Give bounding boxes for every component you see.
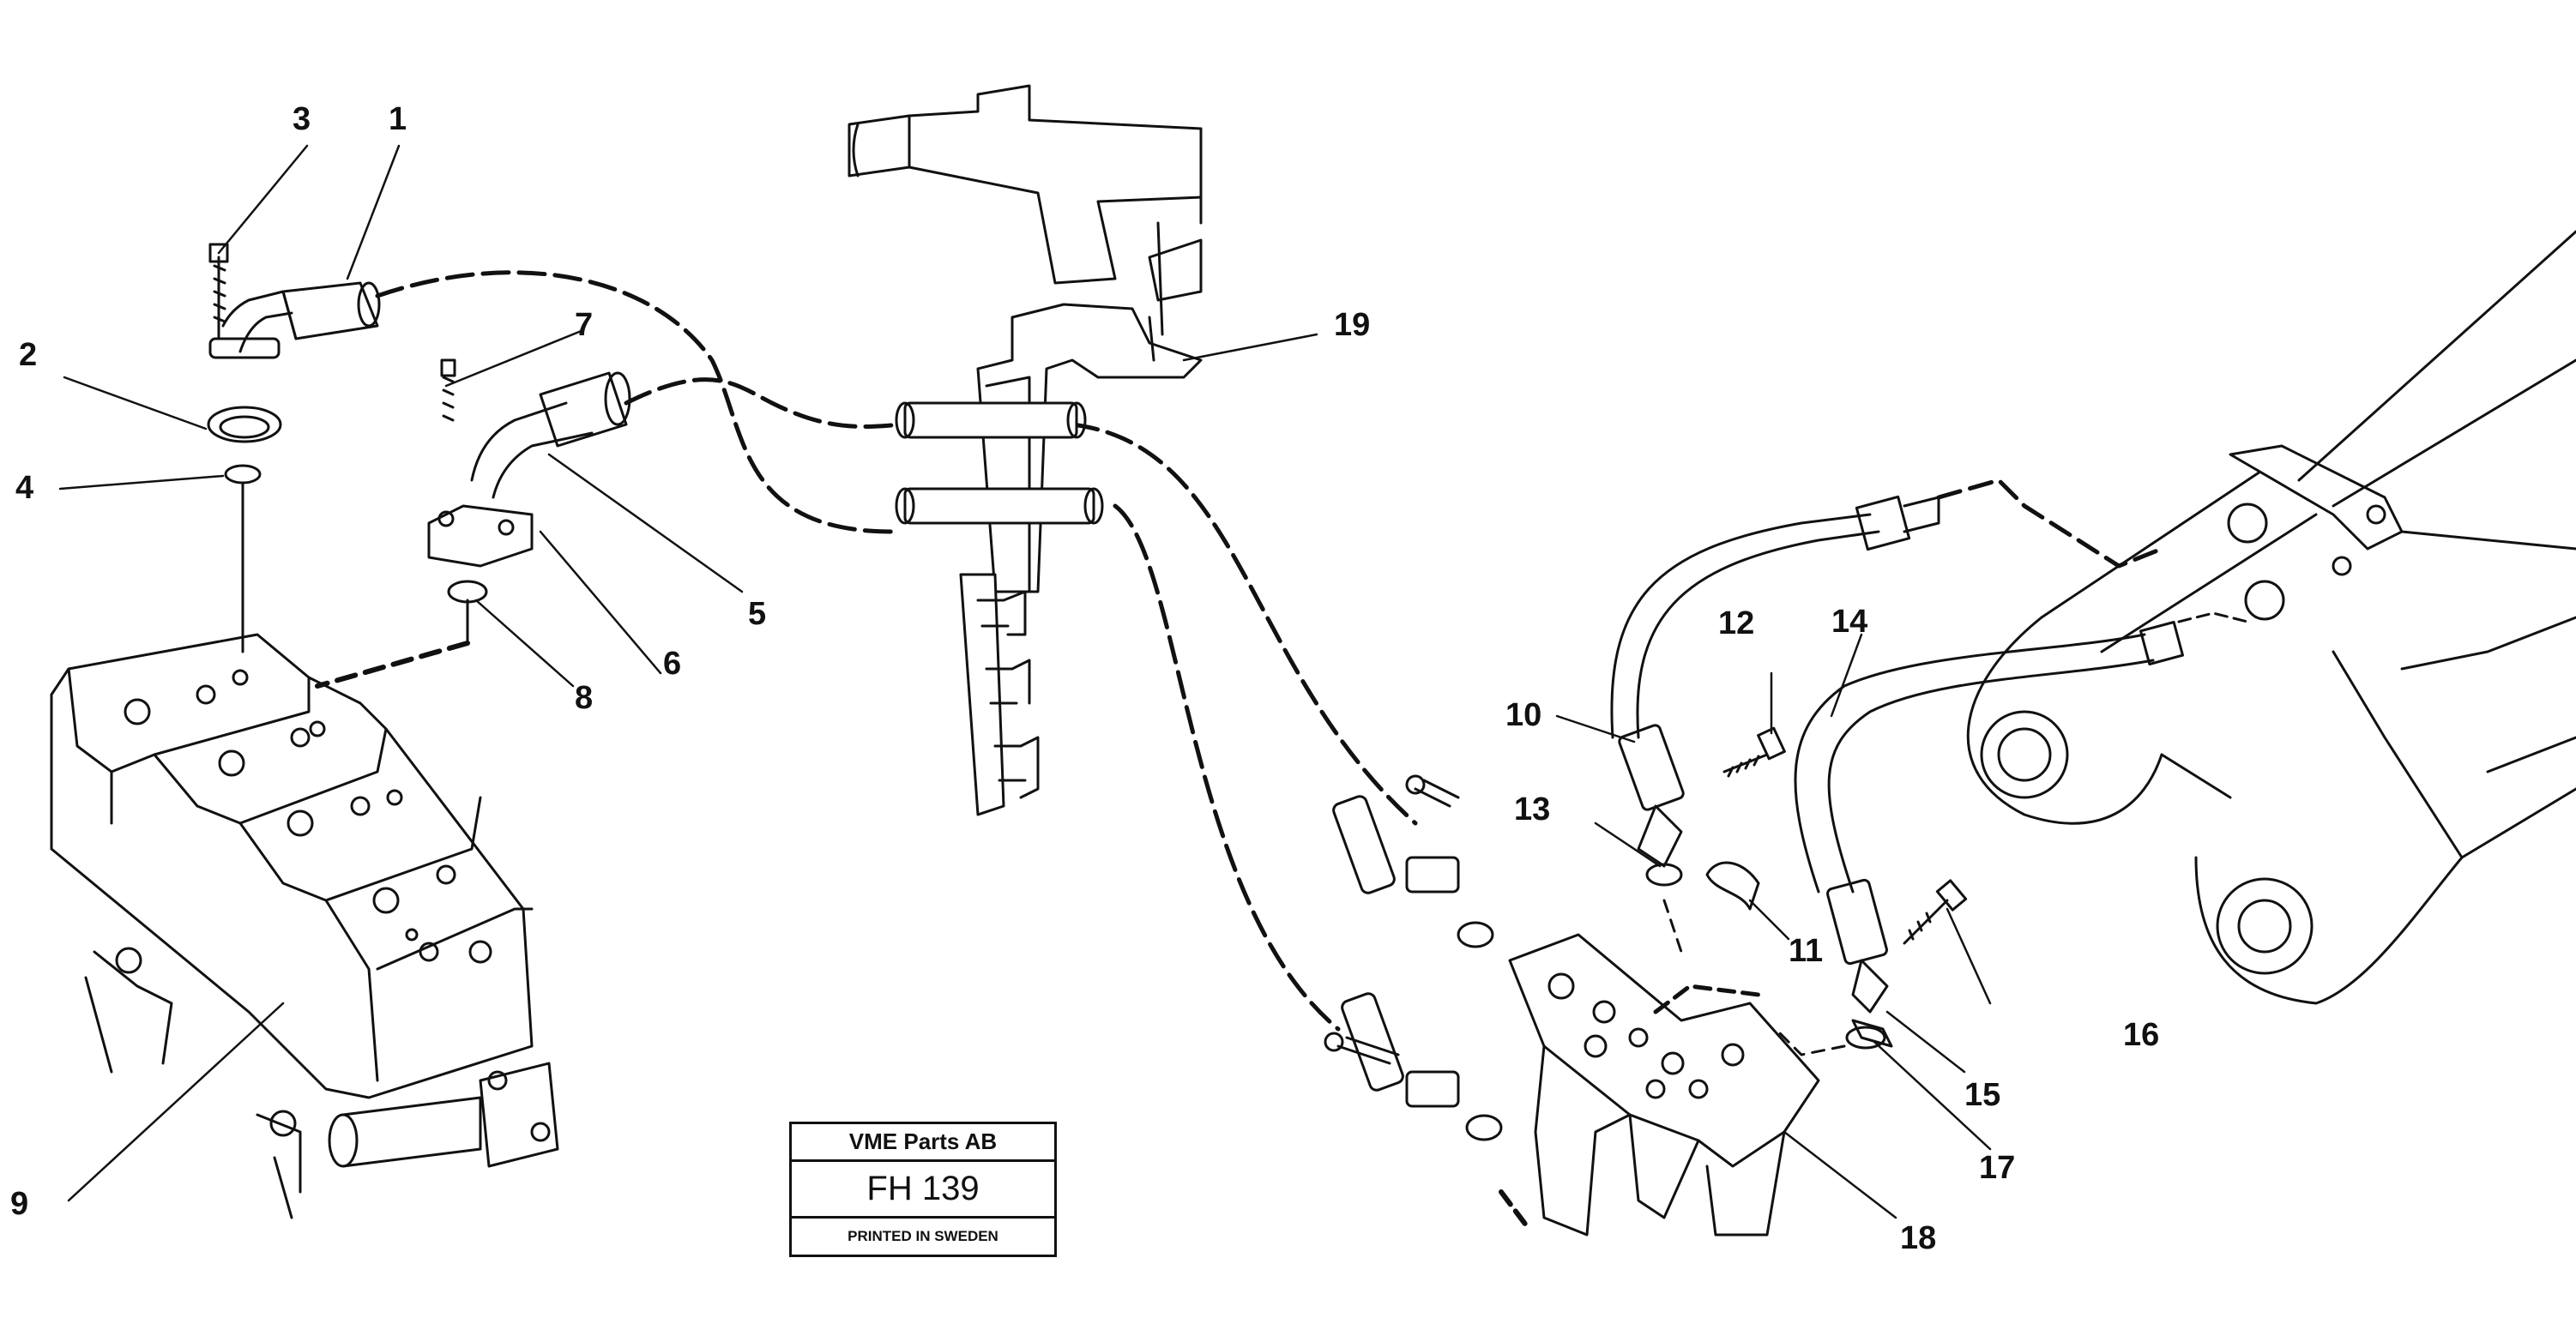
callout-11: 11: [1789, 933, 1824, 969]
callout-12: 12: [1718, 605, 1755, 641]
boom-arm: [1966, 230, 2576, 1005]
hose-10: [1610, 478, 2164, 887]
callout-1: 1: [389, 101, 407, 137]
callout-10: 10: [1505, 697, 1542, 733]
title-stamp: VME Parts AB FH 139 PRINTED IN SWEDEN: [789, 1122, 1057, 1257]
callout-7: 7: [575, 307, 594, 343]
callout-2: 2: [19, 337, 38, 373]
stamp-code: FH 139: [792, 1162, 1054, 1219]
callout-3: 3: [293, 101, 311, 137]
hose-14: [1794, 611, 2249, 1014]
distribution-block: [1499, 933, 1820, 1237]
control-valve-block: [50, 633, 559, 1219]
callout-18: 18: [1900, 1220, 1937, 1256]
callout-8: 8: [575, 680, 594, 716]
leader-lines: [58, 144, 1992, 1219]
callout-19: 19: [1334, 307, 1371, 343]
callout-5: 5: [748, 596, 767, 632]
right-fittings: [1324, 774, 1503, 1141]
callout-14: 14: [1831, 604, 1868, 640]
callout-17: 17: [1979, 1150, 2016, 1186]
stamp-printed: PRINTED IN SWEDEN: [848, 1228, 998, 1244]
callout-15: 15: [1964, 1077, 2001, 1113]
callout-16: 16: [2123, 1017, 2160, 1053]
stamp-company: VME Parts AB: [792, 1124, 1054, 1162]
callout-13: 13: [1514, 791, 1551, 827]
elbow-fitting-1: [207, 243, 381, 653]
callout-4: 4: [15, 470, 34, 506]
mounting-bracket: [848, 84, 1203, 816]
hoses-upper: [375, 270, 1418, 1032]
small-parts: [1662, 726, 1968, 1056]
elbow-fitting-5: [315, 358, 631, 689]
callout-9: 9: [10, 1186, 29, 1222]
callout-6: 6: [663, 646, 682, 682]
